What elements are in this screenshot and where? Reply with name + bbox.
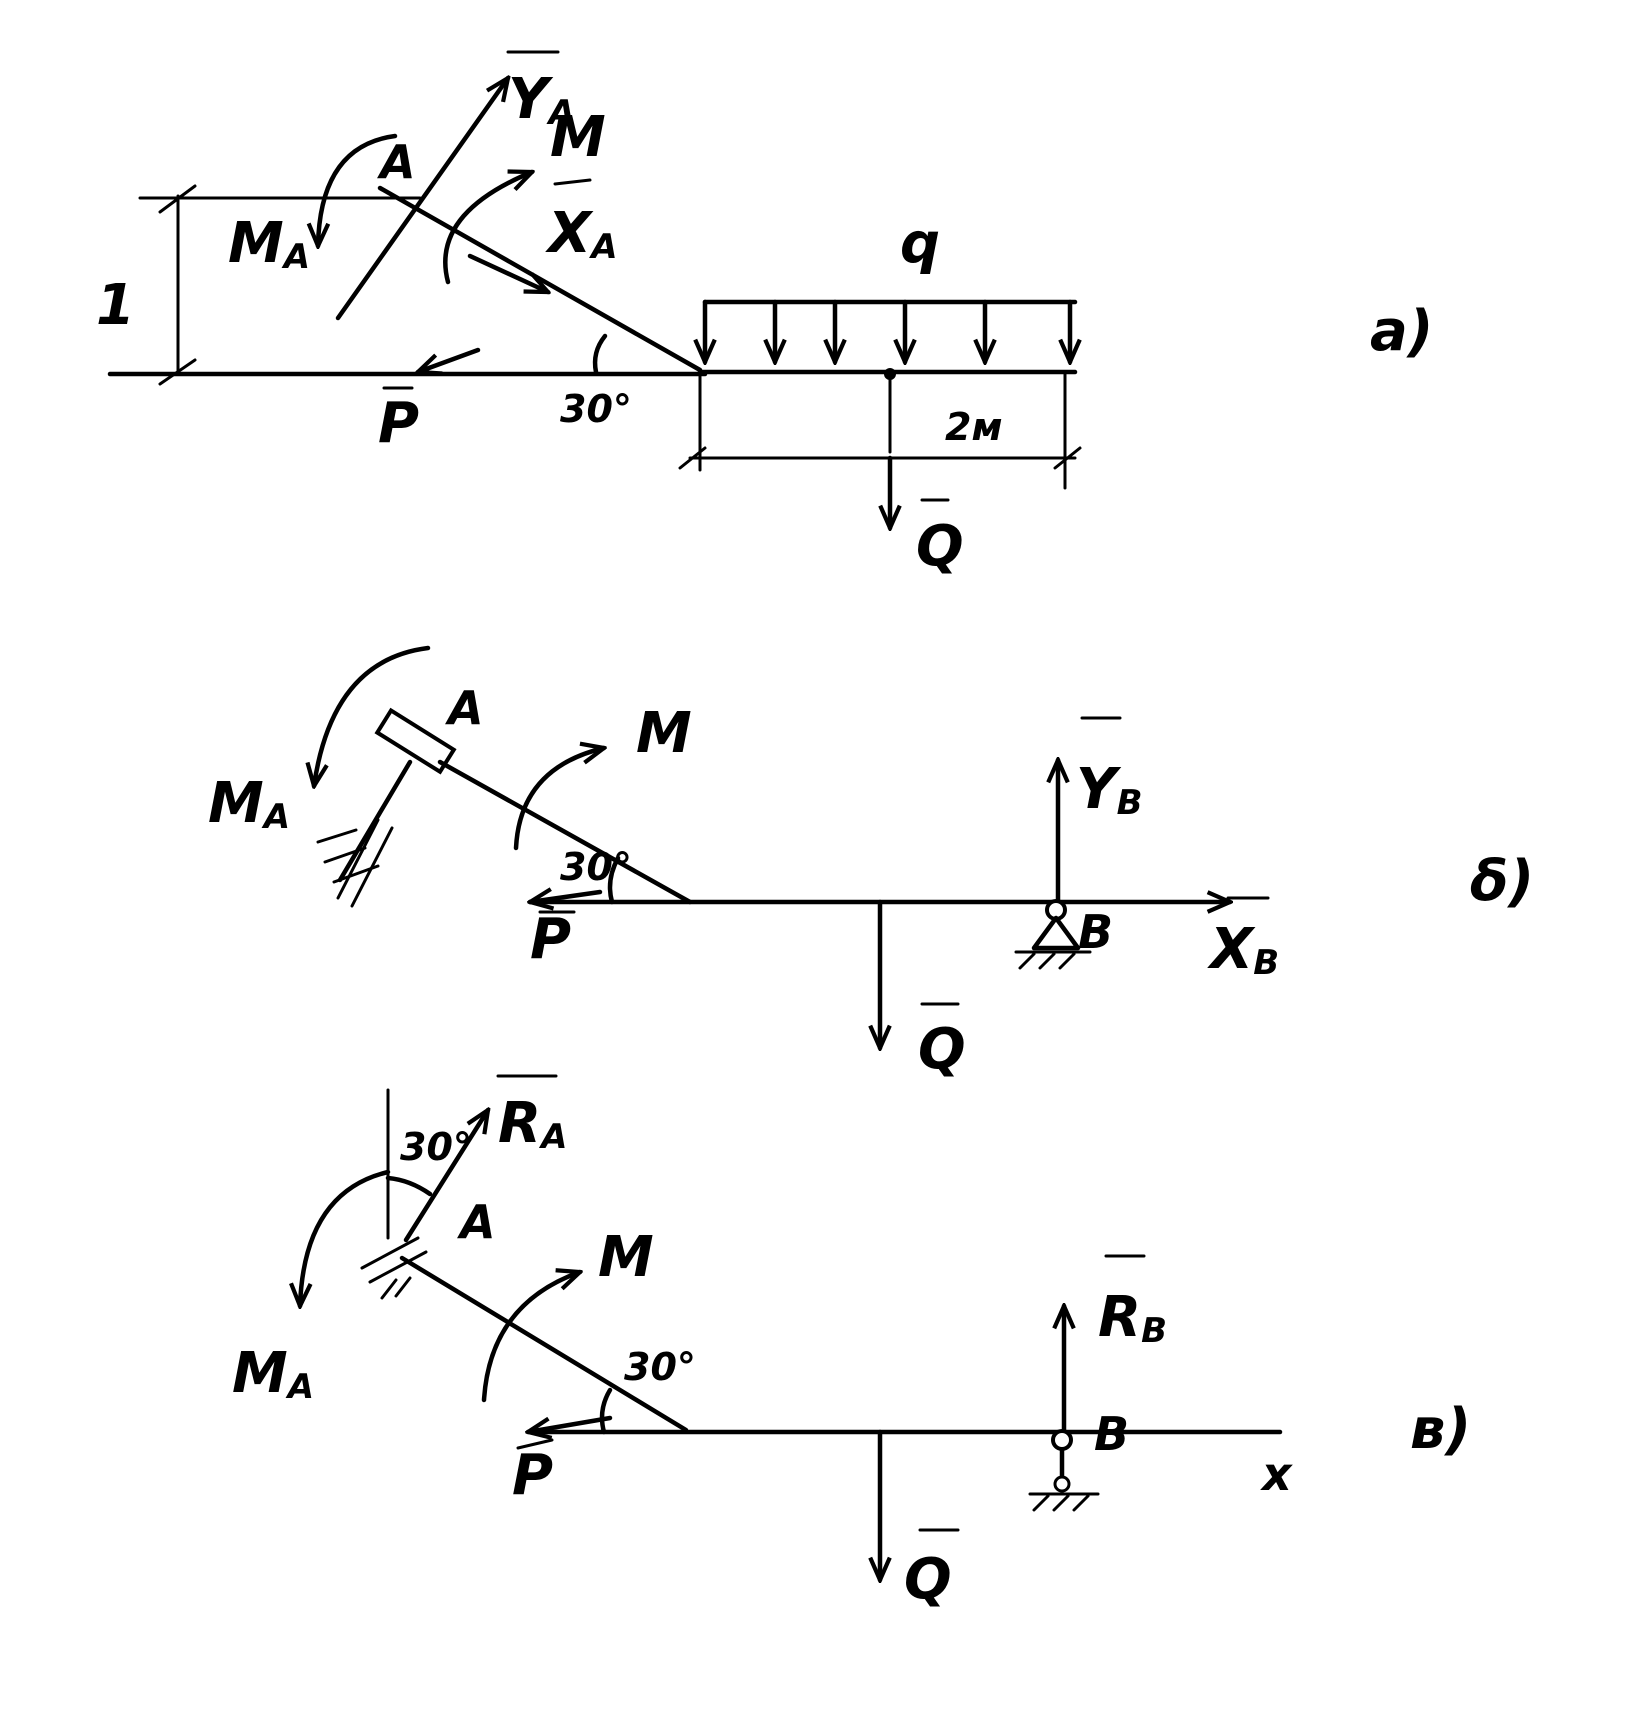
support-hatch <box>336 818 380 900</box>
moment-m-label: M <box>550 105 606 170</box>
point-b-label: B <box>1078 905 1113 959</box>
force-p-arrow <box>528 1415 613 1432</box>
dim-length-label: 2м <box>945 405 1003 449</box>
dim-tick <box>158 184 197 214</box>
ground-hatch <box>1018 952 1036 970</box>
reaction-xb-label: XB <box>1207 917 1279 983</box>
moment-ma-label: MA <box>228 211 310 277</box>
reaction-rb-label: RB <box>1098 1285 1167 1351</box>
point-a-label: A <box>445 681 484 735</box>
force-p-label: P <box>530 907 571 972</box>
moment-ma-arc <box>314 645 431 786</box>
support-hatch <box>394 1276 412 1298</box>
panel-a: 2м Q q 30° 1 P A YA XA M MA <box>96 50 1433 579</box>
pin-support-triangle <box>1031 915 1081 951</box>
force-p-label: P <box>512 1443 553 1508</box>
inclined-beam <box>437 759 693 905</box>
moment-ma-label: MA <box>208 771 290 837</box>
moment-ma-arc <box>318 133 398 246</box>
support-hatch <box>360 1236 420 1270</box>
support-hatch <box>316 828 358 844</box>
angle-arc-top <box>385 1175 433 1197</box>
load-q-label: q <box>900 211 940 276</box>
force-q-label: Q <box>916 514 964 579</box>
ground-hatch <box>1032 1494 1050 1512</box>
load-centre-point <box>884 368 896 380</box>
moment-ma-label: MA <box>232 1341 314 1407</box>
panel-b: 30° P Q B YB XB A M MA δ) <box>208 645 1534 1082</box>
support-hatch <box>323 846 367 864</box>
angle-label: 30° <box>560 387 632 431</box>
angle-arc <box>599 1387 613 1435</box>
ground-hatch <box>1072 1494 1090 1512</box>
reaction-xa-label: XA <box>545 201 618 267</box>
point-b-label: B <box>1094 1407 1129 1461</box>
axis-x-label: x <box>1260 1447 1293 1501</box>
reaction-yb-label: YB <box>1076 757 1142 823</box>
force-p-bar <box>516 1438 554 1450</box>
moment-m-label: M <box>636 701 692 766</box>
ground-hatch <box>1052 1494 1070 1512</box>
inclined-beam <box>399 1255 689 1433</box>
panel-label-c: в) <box>1410 1397 1471 1462</box>
inclined-beam <box>377 185 703 373</box>
panel-c: 30° RA A x 30° P Q B <box>232 1074 1471 1612</box>
angle-arc <box>592 333 608 375</box>
reaction-ya-arrow <box>335 78 508 321</box>
moment-m-label: M <box>598 1225 654 1290</box>
support-hatch <box>380 1278 398 1300</box>
moment-m-arc <box>443 172 532 285</box>
point-a-label: A <box>377 135 416 189</box>
angle-top-label: 30° <box>400 1125 472 1169</box>
force-q-label: Q <box>918 1017 966 1082</box>
moment-ma-arc <box>300 1169 391 1306</box>
moment-m-arc <box>513 748 604 851</box>
dim-height-label: 1 <box>96 273 135 338</box>
force-p-arrow <box>530 892 603 902</box>
point-a-label: A <box>457 1195 496 1249</box>
force-p-label: P <box>378 391 419 456</box>
force-p-arrow <box>418 347 481 372</box>
ground-hatch <box>1038 952 1056 970</box>
panel-label-a: a) <box>1370 299 1433 364</box>
support-hatch <box>368 1250 428 1284</box>
reaction-ra-label: RA <box>498 1091 567 1157</box>
ground-hatch <box>1058 952 1076 970</box>
reaction-ya-label: YA <box>508 67 575 133</box>
moment-m-arc <box>481 1272 580 1403</box>
angle-label: 30° <box>624 1345 696 1389</box>
dim-tick <box>678 446 707 470</box>
support-rod <box>337 759 413 883</box>
force-q-label: Q <box>904 1547 952 1612</box>
support-hatch <box>332 864 380 884</box>
fixed-support-a <box>374 707 457 775</box>
angle-label: 30° <box>560 845 632 889</box>
roller <box>1053 1475 1071 1493</box>
dim-tick <box>158 358 197 386</box>
angle-arc <box>607 855 621 905</box>
reaction-xa-arrow <box>467 253 548 295</box>
reaction-xa-bar <box>553 178 592 186</box>
reaction-ra-arrow <box>403 1110 488 1243</box>
pin-b <box>1051 1429 1073 1451</box>
dim-tick <box>1053 446 1082 470</box>
panel-label-b: δ) <box>1470 849 1534 914</box>
